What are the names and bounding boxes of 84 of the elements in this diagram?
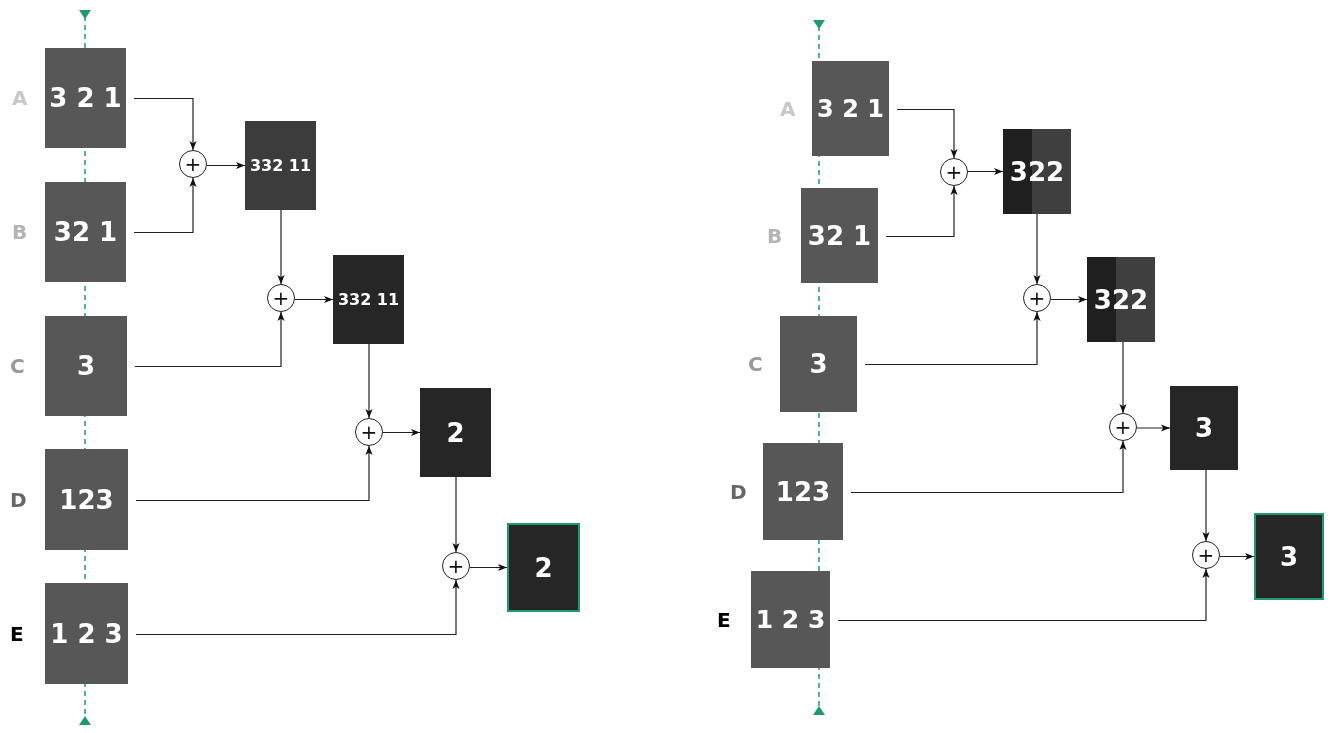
arrow <box>1202 469 1210 542</box>
arrow <box>1033 213 1041 285</box>
digit-text: 332 11 <box>337 290 400 309</box>
layer-box <box>801 188 878 283</box>
digit-text: 3 <box>1279 541 1299 572</box>
sum-circle <box>1023 284 1051 312</box>
arrow <box>967 167 1004 176</box>
digit-text: 1 2 3 <box>50 618 123 649</box>
layer-box <box>763 443 843 540</box>
layer-letter: E <box>10 621 24 646</box>
digit-text: 3 <box>76 351 96 381</box>
result-box <box>420 388 491 477</box>
result-box <box>1087 257 1155 342</box>
arrow <box>1136 424 1171 432</box>
digit-text: 32 1 <box>53 217 118 247</box>
sum-circle <box>940 158 968 186</box>
output-box <box>507 523 580 612</box>
arrow <box>277 209 285 285</box>
plus-sign: + <box>1114 417 1132 437</box>
arrow <box>896 108 958 159</box>
digit-text: 3 2 1 <box>49 83 122 113</box>
arrow <box>885 185 958 238</box>
layer-letter: E <box>717 607 731 632</box>
arrow <box>135 579 460 636</box>
plus-sign: + <box>272 288 290 308</box>
sum-circle <box>1192 541 1220 569</box>
arrow <box>382 428 421 437</box>
sum-circle <box>267 284 295 312</box>
sum-circle <box>355 418 383 446</box>
layer-box <box>45 316 127 416</box>
digit-text: 322 <box>1009 156 1065 187</box>
arrow <box>1050 295 1088 304</box>
layer-box <box>751 571 830 668</box>
digit-text: 3 <box>1194 413 1214 443</box>
result-box <box>333 255 404 344</box>
layer-box <box>780 316 857 412</box>
sum-circle <box>179 150 207 178</box>
layer-box <box>45 48 126 148</box>
arrow <box>365 343 373 419</box>
arrow <box>850 440 1127 494</box>
digit-text: 322 <box>1093 284 1149 315</box>
layer-letter: C <box>10 354 25 378</box>
layer-letter: C <box>748 352 763 376</box>
layer-letter: B <box>767 223 783 248</box>
digit-text: 1 2 3 <box>755 605 826 634</box>
digit-text: 2 <box>534 552 553 583</box>
digit-text: 3 <box>809 349 828 379</box>
output-box <box>1254 513 1324 600</box>
layer-letter: D <box>10 487 27 512</box>
result-box <box>245 121 316 210</box>
arrow <box>469 563 508 572</box>
arrow <box>1119 341 1127 414</box>
plus-sign: + <box>1028 288 1046 308</box>
layer-box <box>45 449 128 550</box>
arrow <box>1219 552 1255 561</box>
arrow <box>206 161 246 170</box>
arrow <box>134 311 285 368</box>
plus-sign: + <box>1197 545 1215 565</box>
plus-sign: + <box>184 154 202 174</box>
arrow <box>837 568 1210 622</box>
arrow <box>135 445 373 502</box>
arrow <box>133 97 197 151</box>
digit-text: 332 11 <box>249 156 312 175</box>
plus-sign: + <box>360 422 378 442</box>
sum-circle <box>1109 413 1137 441</box>
plus-sign: + <box>945 162 963 182</box>
digit-text: 2 <box>446 417 465 448</box>
result-box <box>1003 129 1071 214</box>
arrow <box>452 476 460 553</box>
arrow <box>294 295 334 304</box>
plus-sign: + <box>447 556 465 576</box>
layer-box <box>45 182 126 282</box>
digit-text: 3 2 1 <box>817 94 884 123</box>
digit-text: 123 <box>59 484 114 515</box>
digit-text: 32 1 <box>807 220 872 251</box>
layer-letter: B <box>12 220 28 244</box>
arrow <box>133 177 197 234</box>
digit-text: 123 <box>775 476 831 507</box>
layer-box <box>45 583 128 684</box>
layer-box <box>812 61 889 156</box>
result-box <box>1170 386 1238 470</box>
sum-circle <box>442 552 470 580</box>
layer-letter: D <box>730 479 747 504</box>
arrow <box>864 311 1041 366</box>
